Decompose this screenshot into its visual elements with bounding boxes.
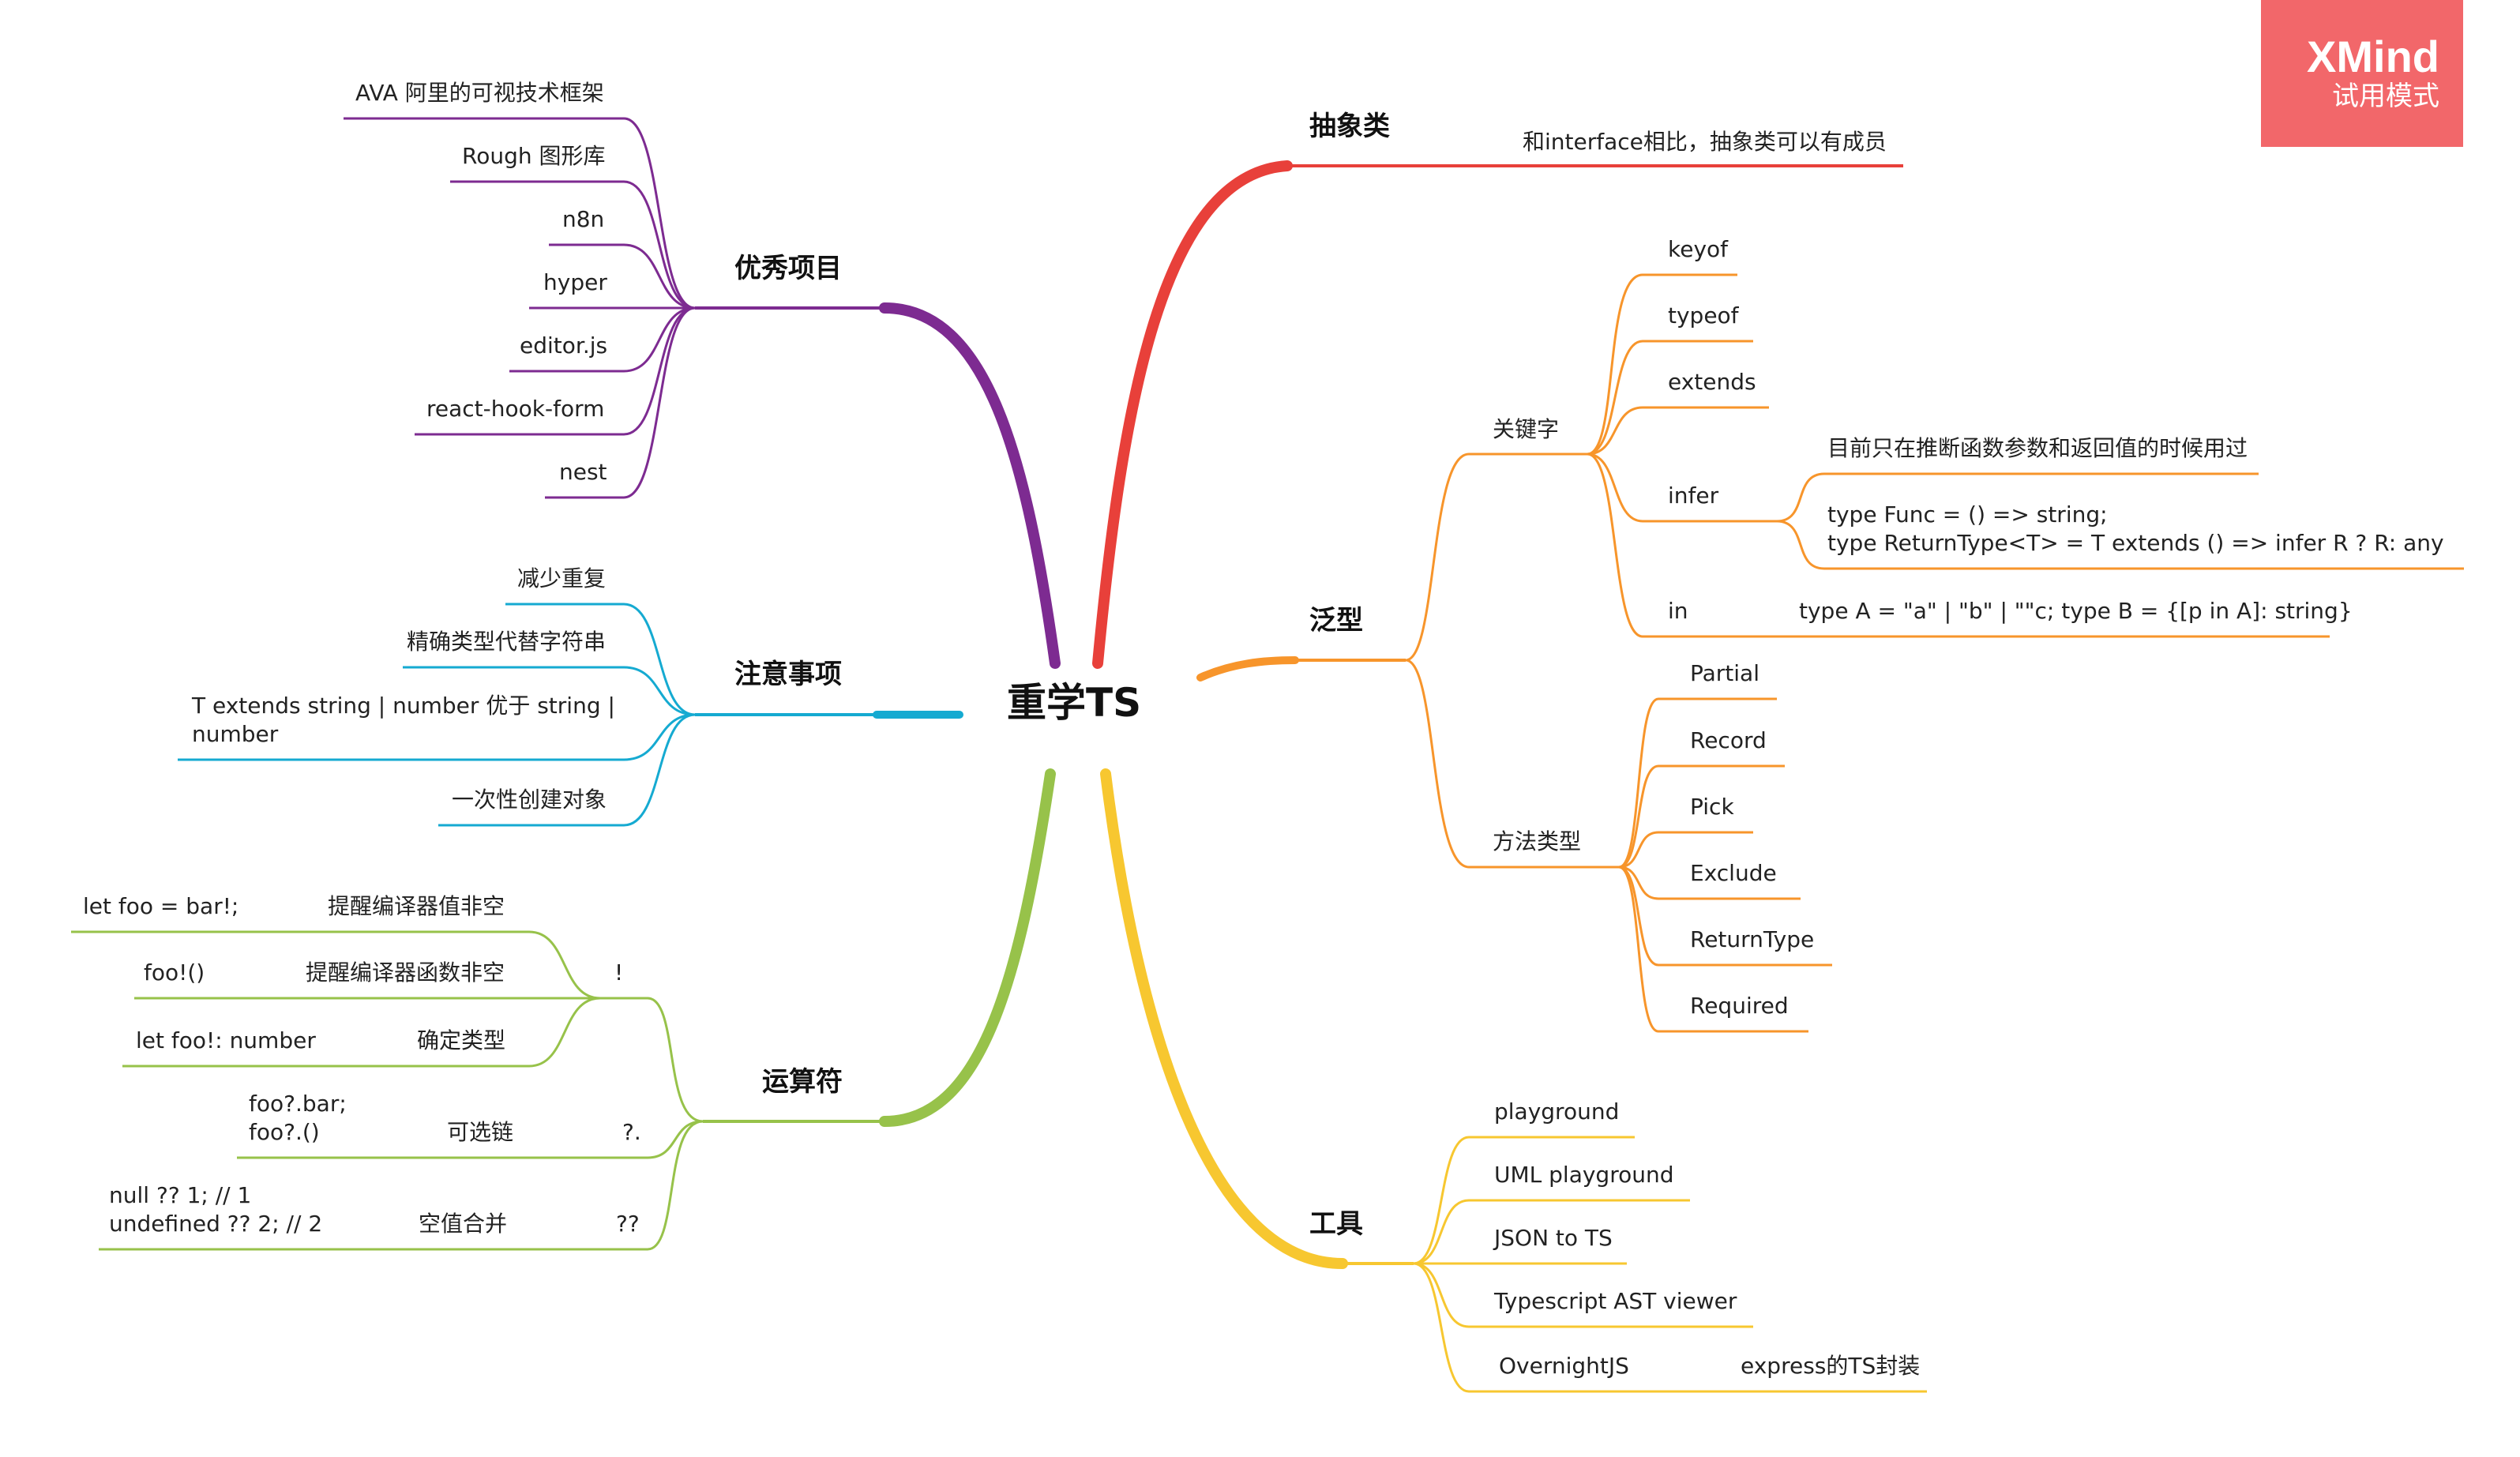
xmind-trial-badge: XMind 试用模式 (2261, 0, 2463, 147)
topic-generics[interactable]: 泛型 (1309, 605, 1363, 636)
note-create-object-once[interactable]: 一次性创建对象 (452, 787, 607, 813)
subtopic-keywords[interactable]: 关键字 (1493, 416, 1560, 442)
method-partial[interactable]: Partial (1690, 660, 1759, 686)
bang-function-example[interactable]: foo!() (144, 959, 205, 986)
branch-tools (1100, 768, 1348, 1269)
infer-note[interactable]: 目前只在推断函数参数和返回值的时候用过 (1827, 435, 2248, 461)
in-code[interactable]: type A = "a" | "b" | ""c; type B = {[p i… (1799, 598, 2353, 624)
topic-operators[interactable]: 运算符 (762, 1066, 843, 1098)
tool-overnightjs[interactable]: OvernightJS (1499, 1353, 1629, 1379)
note-reduce-duplication[interactable]: 减少重复 (517, 565, 607, 591)
method-exclude[interactable]: Exclude (1690, 860, 1777, 886)
badge-brand: XMind (2307, 32, 2439, 81)
nullish-label[interactable]: 空值合并 (419, 1211, 508, 1237)
note-extends-union[interactable]: T extends string | number 优于 string | nu… (192, 693, 615, 747)
operator-bang[interactable]: ! (614, 959, 624, 986)
bang-definite-example[interactable]: let foo!: number (136, 1027, 316, 1053)
keyword-infer[interactable]: infer (1668, 483, 1719, 509)
topic-tools[interactable]: 工具 (1309, 1208, 1363, 1240)
tool-json-to-ts[interactable]: JSON to TS (1494, 1225, 1613, 1251)
project-n8n[interactable]: n8n (562, 206, 605, 232)
project-rough[interactable]: Rough 图形库 (462, 143, 606, 169)
topic-projects[interactable]: 优秀项目 (734, 253, 842, 284)
method-returntype[interactable]: ReturnType (1690, 926, 1815, 952)
infer-code[interactable]: type Func = () => string; type ReturnTyp… (1827, 501, 2444, 556)
operator-nullish[interactable]: ?? (616, 1211, 640, 1237)
project-ava[interactable]: AVA 阿里的可视技术框架 (355, 80, 604, 106)
bang-value-nonnull[interactable]: 提醒编译器值非空 (328, 893, 505, 919)
branch-abstract (1092, 160, 1293, 669)
badge-mode: 试用模式 (2332, 81, 2439, 112)
branch-generics (1196, 656, 1299, 682)
bang-function-nonnull[interactable]: 提醒编译器函数非空 (306, 959, 505, 986)
optional-chaining-example[interactable]: foo?.bar; foo?.() (249, 1091, 347, 1145)
tool-playground[interactable]: playground (1494, 1098, 1620, 1125)
project-nest[interactable]: nest (559, 459, 607, 485)
abstract-item[interactable]: 和interface相比，抽象类可以有成员 (1523, 129, 1887, 155)
keyword-extends[interactable]: extends (1668, 369, 1756, 395)
project-react-hook-form[interactable]: react-hook-form (426, 396, 605, 422)
keyword-typeof[interactable]: typeof (1668, 302, 1739, 329)
bang-value-example[interactable]: let foo = bar!; (83, 893, 239, 919)
branch-projects (879, 302, 1061, 669)
note-precise-types[interactable]: 精确类型代替字符串 (407, 629, 607, 655)
overnightjs-note[interactable]: express的TS封装 (1741, 1353, 1921, 1379)
tool-ast-viewer[interactable]: Typescript AST viewer (1494, 1288, 1737, 1314)
subtopic-method-types[interactable]: 方法类型 (1493, 828, 1582, 854)
nullish-example[interactable]: null ?? 1; // 1 undefined ?? 2; // 2 (109, 1182, 323, 1237)
method-required[interactable]: Required (1690, 993, 1789, 1019)
keyword-in[interactable]: in (1668, 598, 1688, 624)
operator-optional-chaining[interactable]: ?. (622, 1119, 641, 1145)
branch-operators (879, 768, 1056, 1127)
method-pick[interactable]: Pick (1690, 794, 1734, 820)
project-editorjs[interactable]: editor.js (520, 332, 608, 359)
project-hyper[interactable]: hyper (543, 269, 607, 295)
keyword-keyof[interactable]: keyof (1668, 236, 1729, 262)
optional-chaining-label[interactable]: 可选链 (447, 1119, 514, 1145)
topic-abstract-class[interactable]: 抽象类 (1309, 111, 1390, 142)
bang-definite-type[interactable]: 确定类型 (417, 1027, 506, 1053)
topic-notes[interactable]: 注意事项 (734, 659, 842, 690)
root-topic[interactable]: 重学TS (1007, 680, 1142, 726)
tool-uml-playground[interactable]: UML playground (1494, 1162, 1674, 1188)
method-record[interactable]: Record (1690, 727, 1767, 753)
